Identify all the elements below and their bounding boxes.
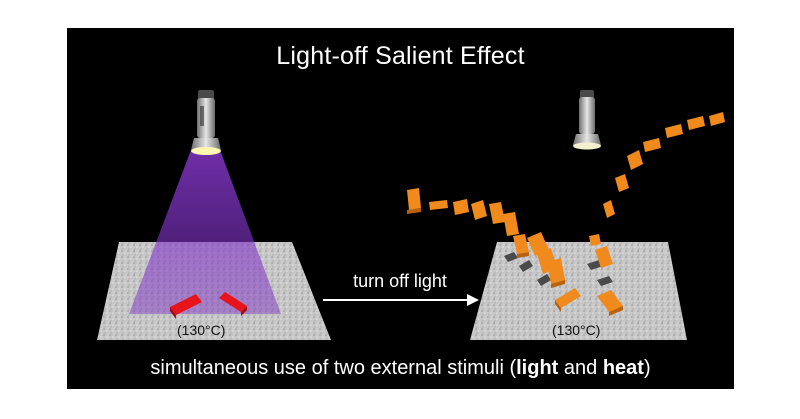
crystal-shadows — [504, 252, 613, 286]
flashlight-icon-left — [191, 90, 221, 155]
caption-middle: and — [558, 357, 603, 379]
caption-prefix: simultaneous use of two external stimuli… — [150, 357, 517, 379]
left-temperature-label: (130°C) — [177, 322, 226, 338]
caption-suffix: ) — [643, 357, 651, 379]
transition-arrow — [323, 294, 479, 306]
arrow-label: turn off light — [353, 271, 447, 291]
figure-caption: simultaneous use of two external stimuli… — [67, 357, 734, 380]
red-crystals — [170, 292, 247, 319]
scene-illustration — [97, 90, 725, 340]
jumping-orange-crystals — [407, 112, 725, 316]
caption-light: light — [516, 357, 559, 379]
uv-light-beam — [129, 150, 281, 314]
figure-panel: Light-off Salient Effect — [67, 28, 734, 389]
caption-heat: heat — [602, 357, 644, 379]
figure-title: Light-off Salient Effect — [276, 42, 525, 70]
right-temperature-label: (130°C) — [552, 322, 601, 338]
flashlight-icon-right — [573, 90, 601, 150]
